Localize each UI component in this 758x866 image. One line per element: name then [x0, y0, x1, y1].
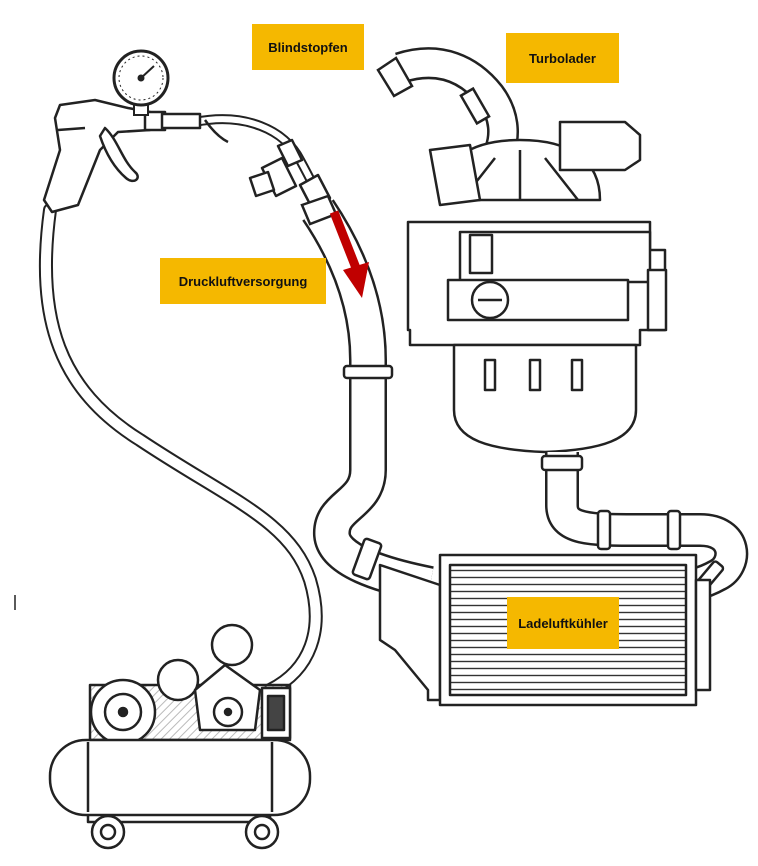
turbo-inlet-pipe — [376, 47, 519, 156]
label-ladeluftkuehler: Ladeluftkühler — [518, 615, 608, 631]
label-bg-turbolader — [506, 33, 619, 83]
air-hose-gun-to-compressor — [38, 203, 323, 697]
label-bg-ladeluftkuehler — [507, 597, 619, 649]
label-turbolader: Turbolader — [529, 50, 596, 66]
air-blow-gun — [42, 98, 229, 214]
label-druckluftversorgung: Druckluftversorgung — [178, 273, 308, 289]
pressure-gauge — [112, 49, 170, 116]
label-bg-blindstopfen — [252, 24, 364, 70]
blind-plug-adapter — [248, 138, 332, 210]
label-bg-druckluftversorgung — [160, 258, 326, 304]
air-compressor — [48, 623, 312, 850]
airflow-arrow — [329, 210, 369, 298]
label-blindstopfen: Blindstopfen — [268, 39, 348, 55]
engine-block — [406, 120, 668, 454]
